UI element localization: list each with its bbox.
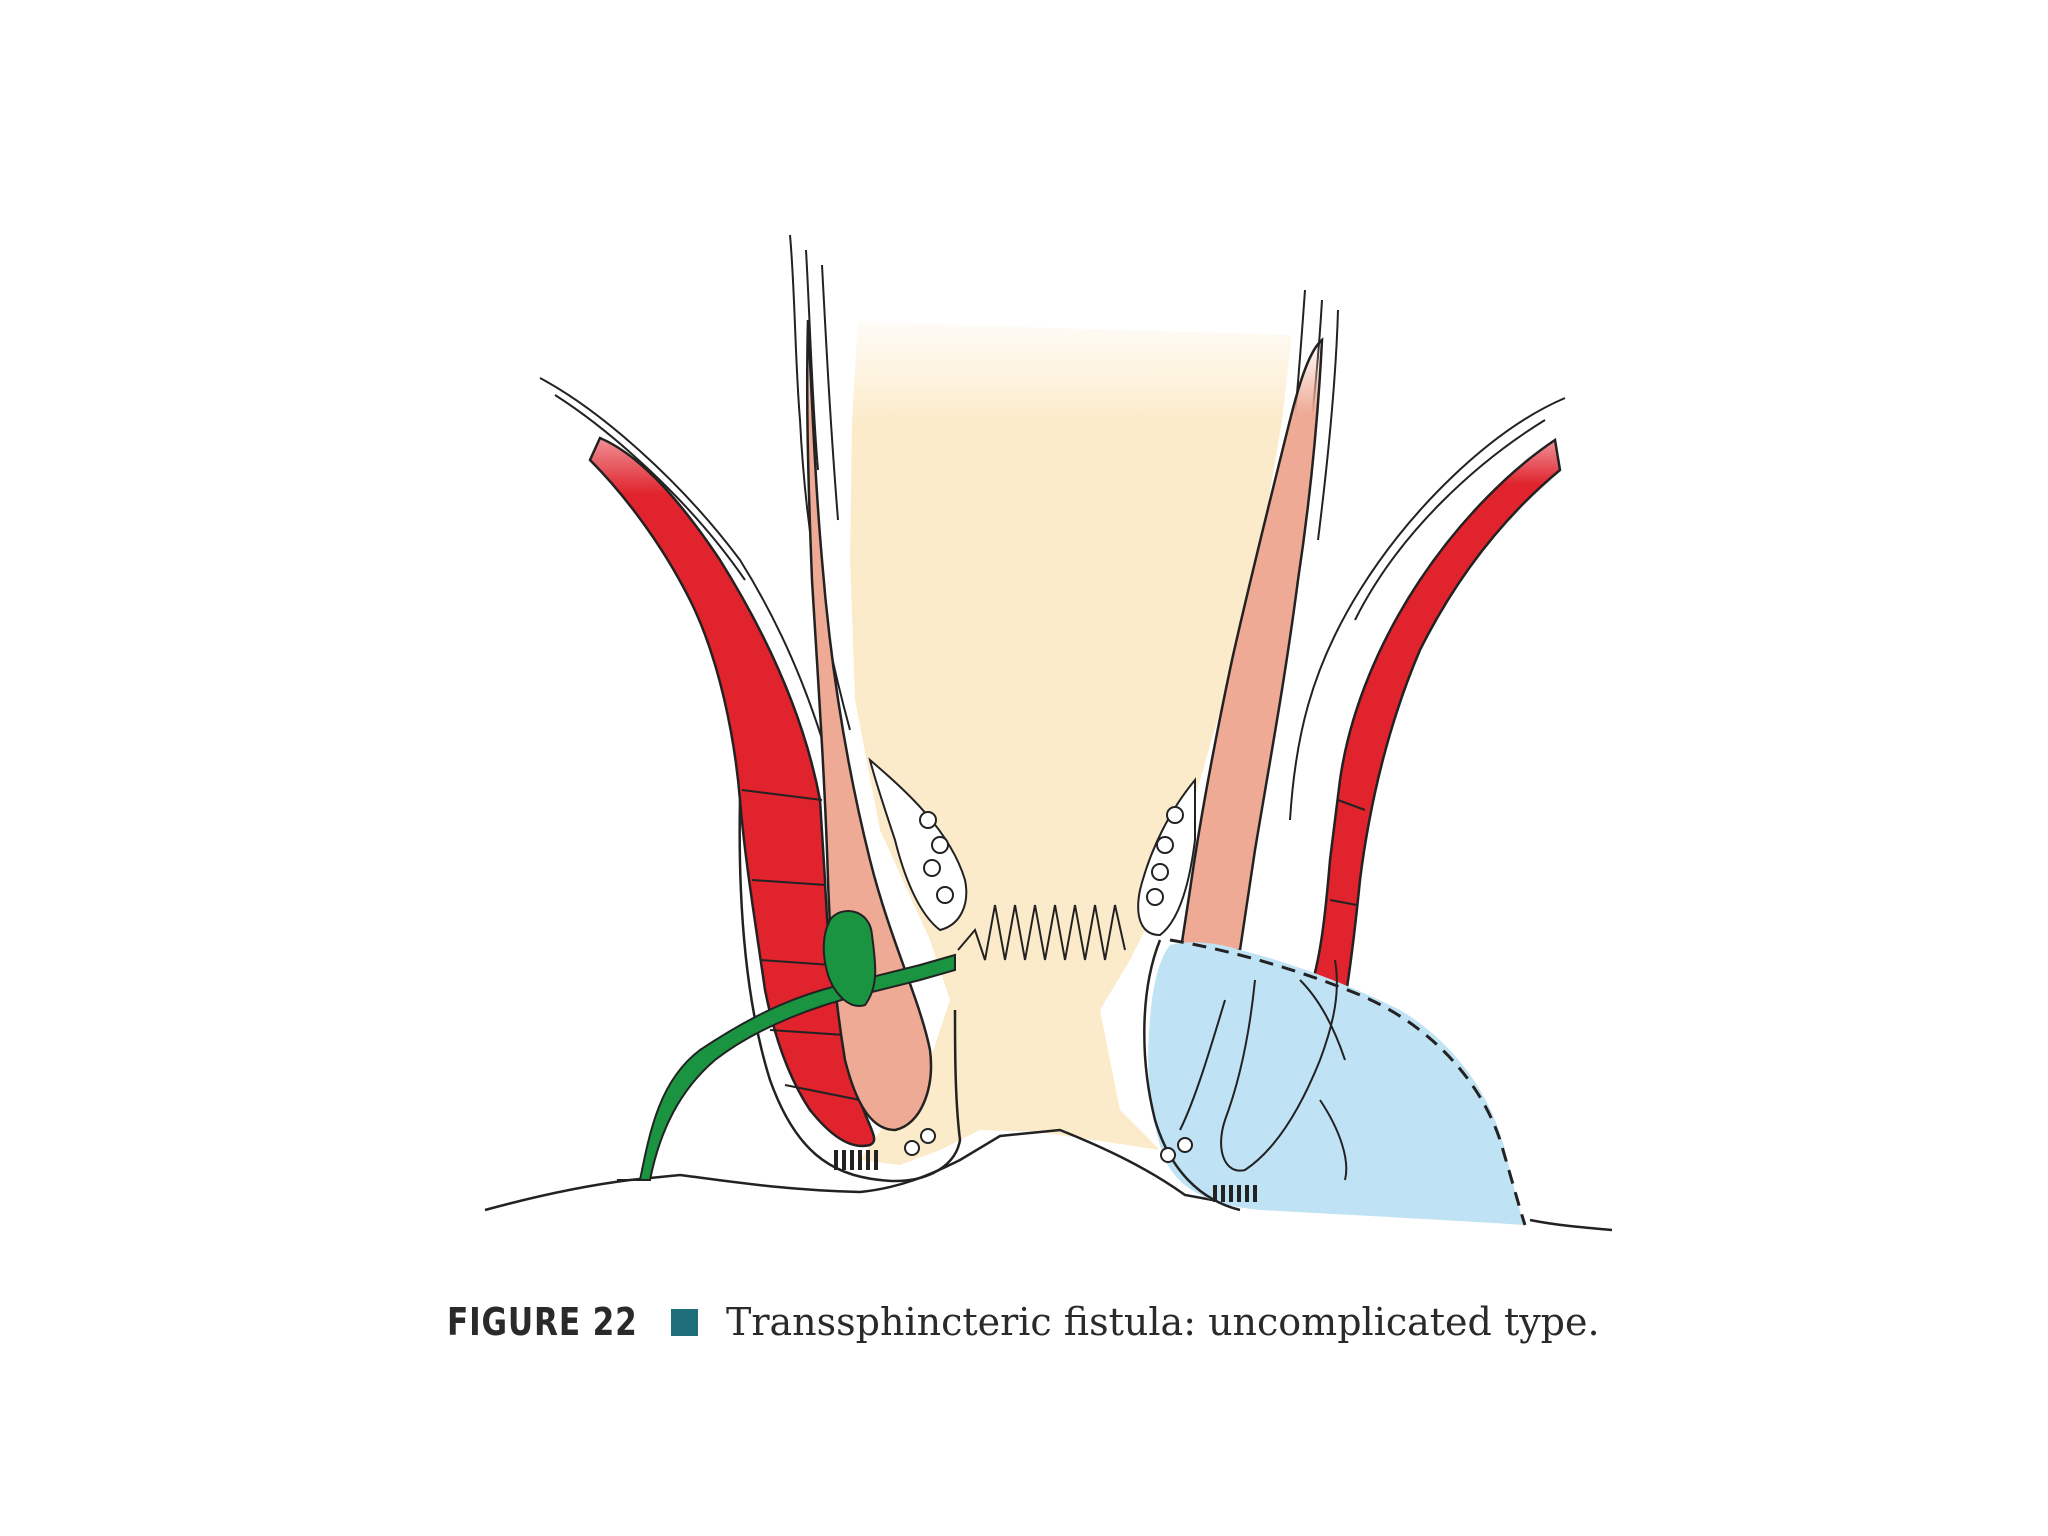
left-external-sphincter (588, 436, 876, 1148)
right-gland-circles (1146, 806, 1184, 906)
dentate-line (957, 904, 1126, 961)
fistula-internal-abscess (822, 910, 877, 1007)
right-internal-sphincter (1178, 337, 1324, 957)
figure-caption: FIGURE 22 Transsphincteric fistula: unco… (447, 1296, 1600, 1348)
right-levator-fascia (1289, 397, 1566, 821)
left-levator-fascia (539, 377, 846, 821)
figure-number: FIGURE 22 (447, 1300, 638, 1344)
right-region-dashed-boundary (1169, 938, 1527, 1226)
anal-lumen (850, 322, 1292, 1165)
left-sphincter-segments (741, 789, 861, 1101)
fistula-tract (617, 953, 956, 1181)
right-sphincter-segments (1329, 799, 1366, 906)
caption-marker-square (671, 1308, 698, 1336)
right-subcutaneous-marks (1213, 1185, 1257, 1202)
right-external-sphincter (1308, 437, 1562, 1002)
right-lower-envelope (1143, 939, 1241, 1212)
right-ischioanal-abscess-region (1148, 942, 1525, 1225)
right-gland-circles-lower (1160, 1137, 1193, 1163)
perineal-skin-line (484, 1128, 1613, 1232)
left-subcutaneous-marks (834, 1150, 878, 1170)
right-sphincter-outlines (1179, 959, 1348, 1181)
left-gland-circles (904, 811, 954, 1156)
figure-caption-text: Transsphincteric fistula: uncomplicated … (726, 1300, 1600, 1344)
left-lower-envelope (738, 799, 962, 1183)
